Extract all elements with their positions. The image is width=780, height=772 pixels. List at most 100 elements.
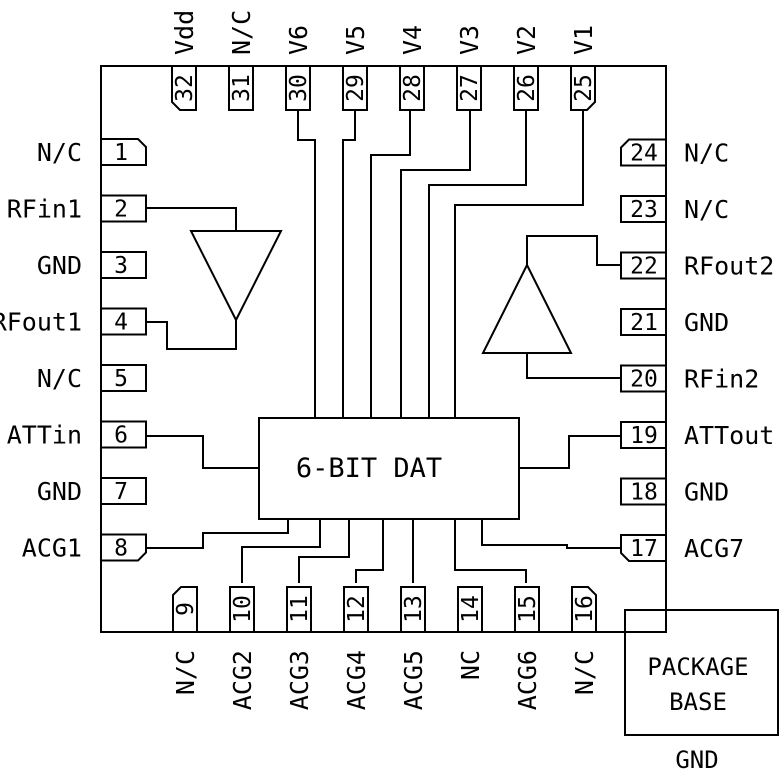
pin-number-31: 31 [229,74,255,102]
pin-number-3: 3 [114,253,128,279]
pin-pad-20 [620,364,667,393]
pin-number-13: 13 [401,595,427,623]
pin-pad-2 [100,194,147,223]
pin-label-6: ATTin [7,421,82,450]
dat-block-label: 6-BIT DAT [296,453,442,484]
pin-pad-30 [285,65,311,111]
pin-number-22: 22 [630,254,658,280]
pin-pad-6 [100,420,147,449]
pin-label-19: ATTout [684,421,774,450]
pin-number-11: 11 [287,595,313,623]
pin-pad-13 [400,586,426,633]
pin-label-8: ACG1 [22,534,82,563]
pin-pad-18 [620,477,667,506]
pin-number-4: 4 [114,310,128,336]
pin-number-23: 23 [630,197,658,223]
pin-pad-16 [571,586,597,633]
amplifier-2 [481,262,573,354]
pin-label-11: ACG3 [285,650,314,710]
pin-label-20: RFin2 [684,365,759,394]
pin-number-25: 25 [571,74,597,102]
pin-label-10: ACG2 [228,650,257,710]
pin-pad-28 [399,65,425,111]
pin-label-9: N/C [171,650,200,695]
pin-pad-9 [172,586,198,633]
pin-pad-26 [513,65,539,111]
package-base-box [624,609,779,736]
pin-label-30: V6 [284,25,313,55]
pin-label-25: V1 [569,25,598,55]
pin-number-9: 9 [173,602,199,616]
pin-pad-4 [100,307,147,336]
pin-pad-11 [286,586,312,633]
pin-number-15: 15 [515,595,541,623]
pin-number-29: 29 [343,74,369,102]
wiring [146,110,621,583]
pin-label-31: N/C [227,10,256,55]
pin-pad-1 [100,138,147,166]
pin-pad-19 [620,421,667,449]
pin-pad-17 [620,534,667,562]
pin-label-2: RFin1 [7,195,82,224]
pin-number-21: 21 [630,310,658,336]
pins-top: 25 V1 26 V2 27 V3 28 V4 29 V5 30 V6 31 N/C 32 Vdd [170,10,598,111]
pin-pad-8 [100,533,147,562]
pin-label-18: GND [684,478,729,507]
pin-label-28: V4 [398,25,427,55]
pin-label-4: RFout1 [0,308,82,337]
pin-number-16: 16 [572,595,598,623]
pin-number-32: 32 [172,74,198,102]
pin-label-12: ACG4 [342,650,371,710]
pin-label-17: ACG7 [684,534,744,563]
pin-label-32: Vdd [170,10,199,55]
pin-number-27: 27 [457,74,483,102]
pin-label-1: N/C [37,138,82,167]
pin-number-2: 2 [114,197,128,223]
pin-number-5: 5 [114,366,128,392]
pin-pad-14 [457,586,483,633]
pin-pad-32 [171,65,197,111]
pin-pad-23 [620,195,667,223]
pin-number-7: 7 [114,479,128,505]
pin-number-12: 12 [344,595,370,623]
pin-pad-25 [570,65,596,111]
pin-number-26: 26 [514,74,540,102]
pin-label-24: N/C [684,139,729,168]
package-outline [100,65,667,633]
pin-number-19: 19 [630,423,658,449]
pin-label-16: N/C [570,650,599,695]
pin-label-3: GND [37,251,82,280]
pin-label-7: GND [37,477,82,506]
pin-label-27: V3 [455,25,484,55]
pin-number-14: 14 [458,595,484,623]
pin-pad-7 [100,477,147,505]
pin-label-5: N/C [37,364,82,393]
pin-label-29: V5 [341,25,370,55]
pin-pad-5 [100,364,147,392]
pin-pad-27 [456,65,482,111]
pin-number-18: 18 [630,480,658,506]
pin-number-6: 6 [114,423,128,449]
pin-pad-22 [620,251,667,280]
pin-label-26: V2 [512,25,541,55]
pin-pad-3 [100,251,147,279]
pin-label-13: ACG5 [399,650,428,710]
pin-number-10: 10 [230,595,256,623]
pin-label-15: ACG6 [513,650,542,710]
pin-number-30: 30 [286,74,312,102]
package-base-line1: PACKAGE [647,653,748,681]
pin-pad-10 [229,586,255,633]
pin-label-22: RFout2 [684,252,774,281]
pin-number-20: 20 [630,367,658,393]
package-base-caption: GND [675,746,718,772]
pin-number-28: 28 [400,74,426,102]
pin-pad-21 [620,308,667,336]
pin-label-23: N/C [684,195,729,224]
pin-pad-15 [514,586,540,633]
package-base-line2: BASE [669,688,727,716]
pin-label-14: NC [456,650,485,680]
amplifier-1 [189,230,283,323]
